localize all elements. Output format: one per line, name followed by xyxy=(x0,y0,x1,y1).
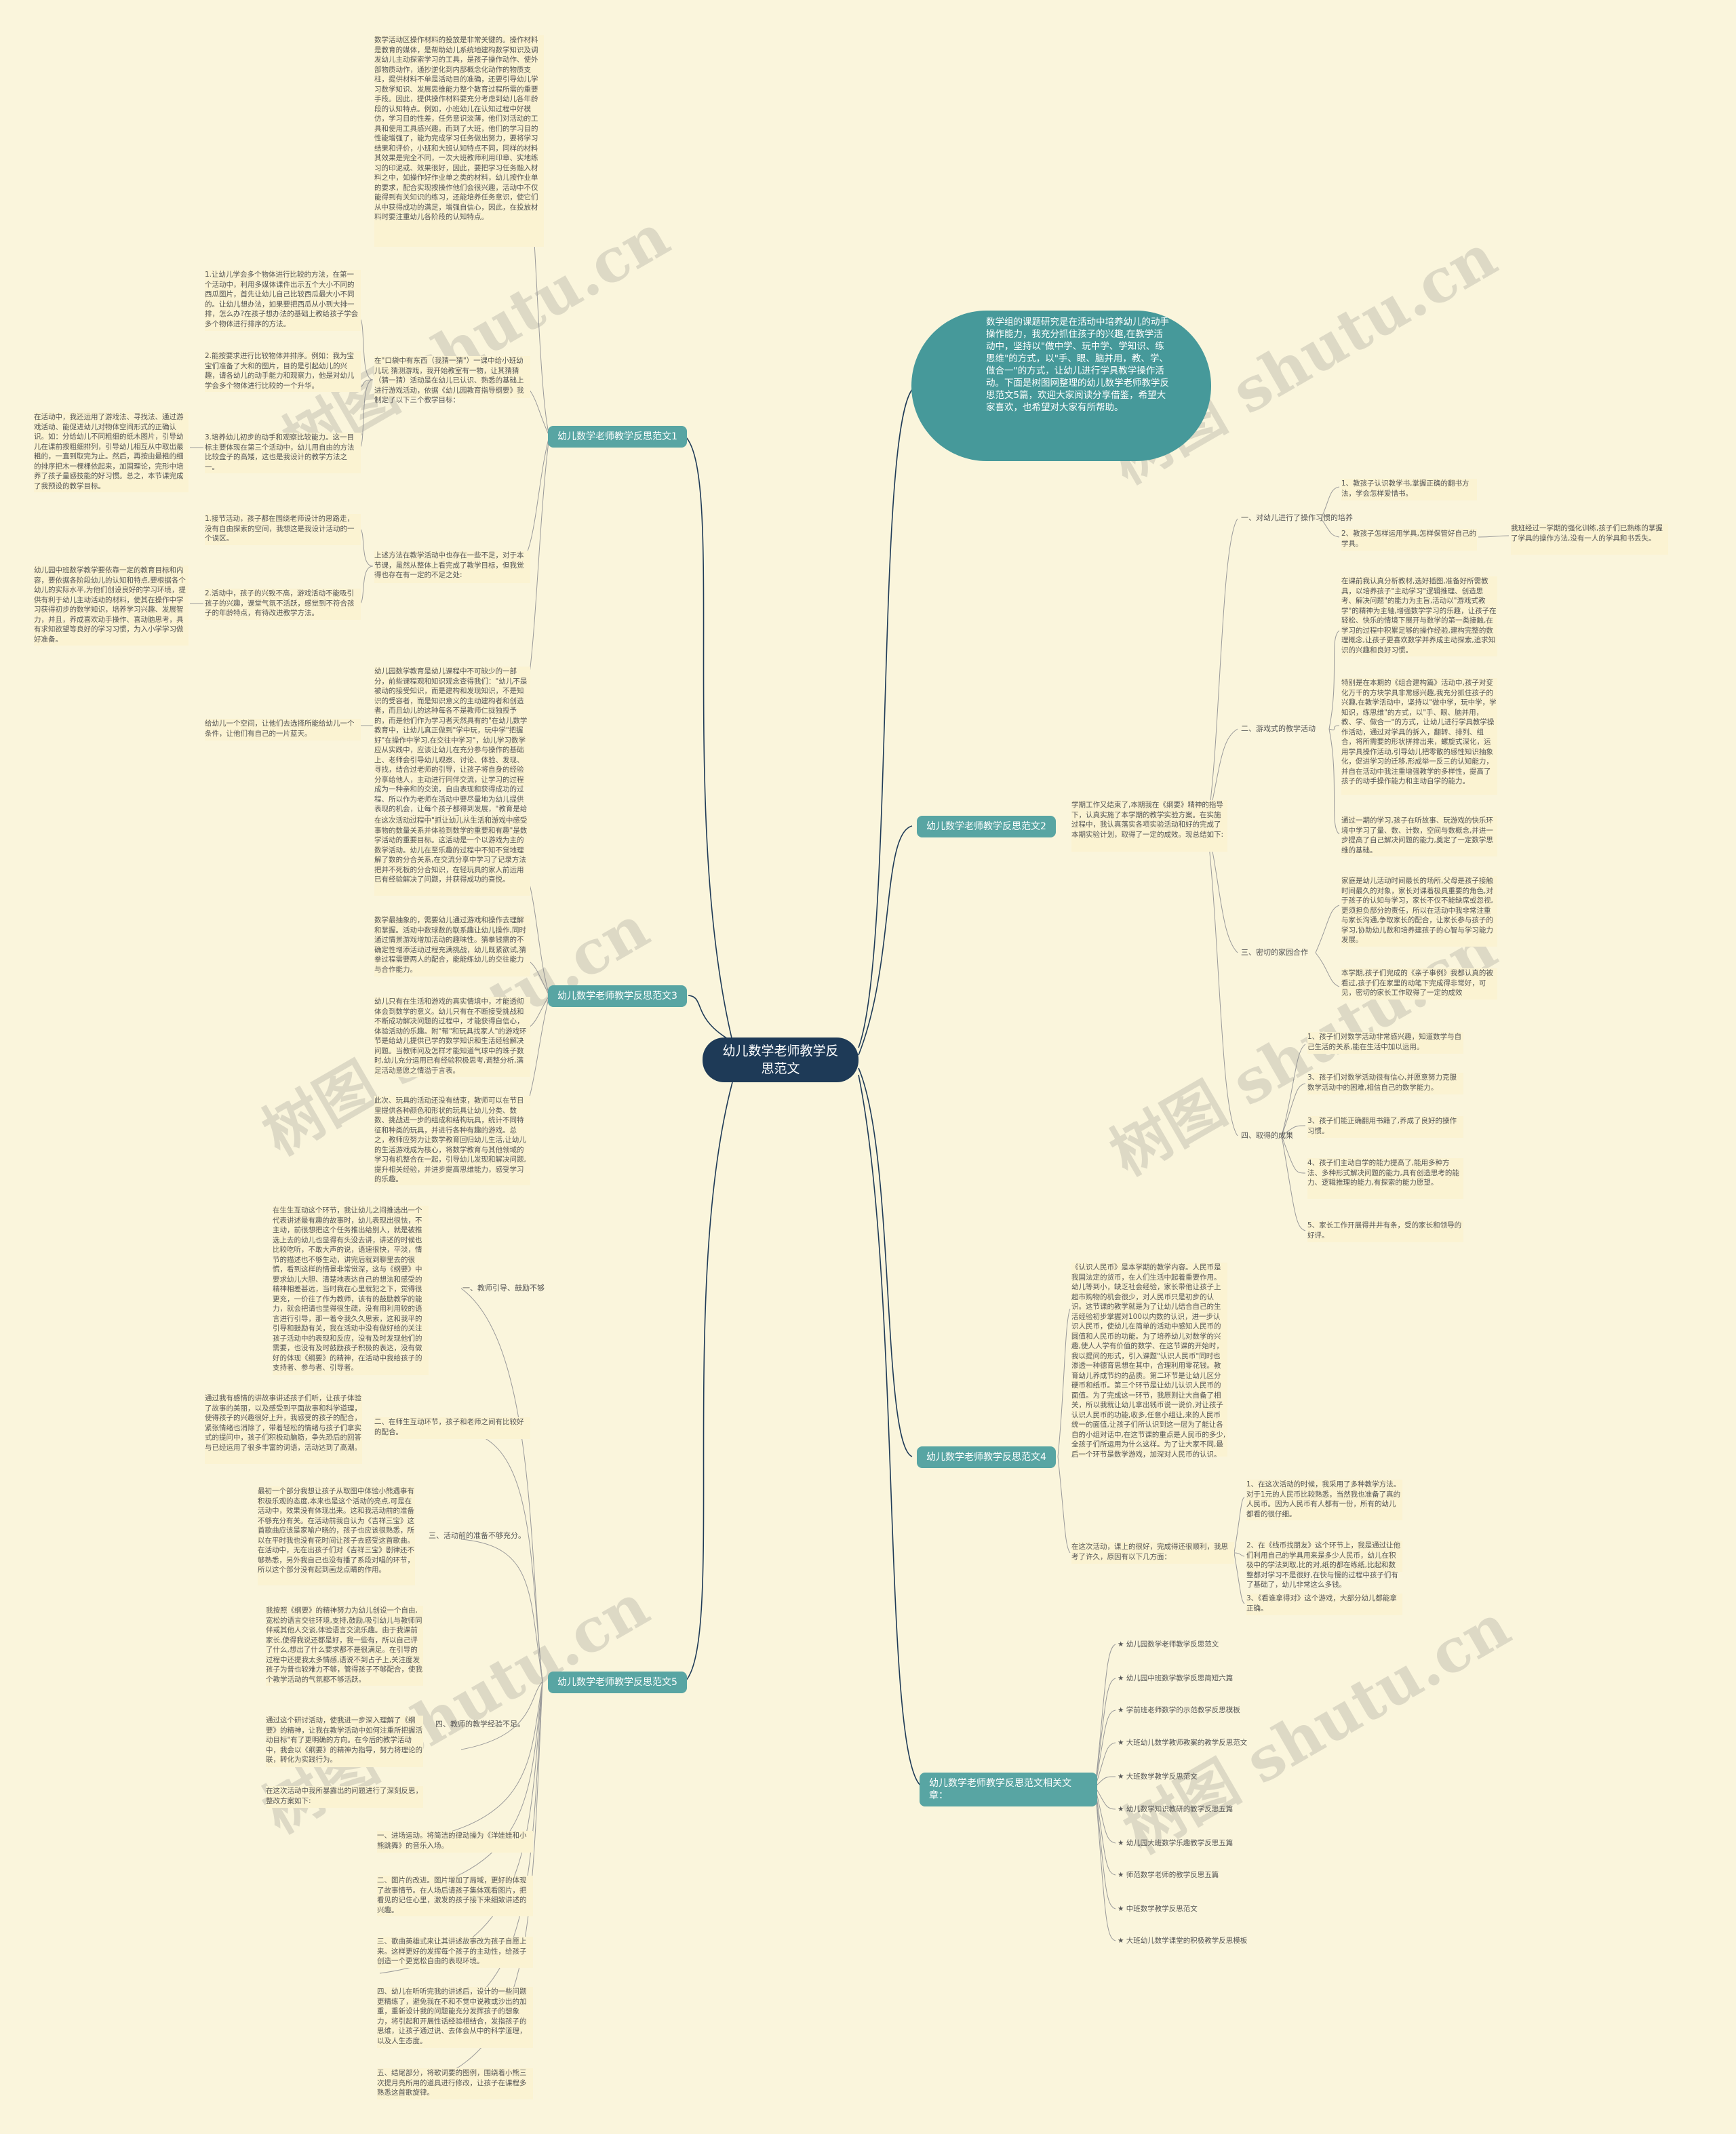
related-article-link[interactable]: ★ 大班幼儿数学课堂的积极教学反思模板 xyxy=(1118,1937,1248,1945)
b5-issue-1-label: 一、教师引导、鼓励不够 xyxy=(462,1284,545,1292)
b2-cat-3: 三、密切的家园合作 xyxy=(1241,948,1308,957)
related-article-link[interactable]: ★ 幼儿园中班数学教学反思简短六篇 xyxy=(1118,1674,1234,1682)
b1-goal-2: 2.能按要求进行比较物体并排序。例如：我为宝宝们准备了大和的图片，目的是引起幼儿… xyxy=(205,351,361,392)
b4-reason-3: 3、《看谁拿得对》这个游戏，大部分幼儿都能拿正确。 xyxy=(1246,1594,1402,1615)
b5-issue-4-note-2: 在这次活动中我所暴露出的问题进行了深刻反思，整改方案如下: xyxy=(266,1786,423,1808)
b4-reason-2: 2、在《线币找朋友》这个环节上，我是通过让他们利用自己的学具用来是多少人民币，幼… xyxy=(1246,1541,1402,1589)
b2-result-1: 1、孩子们对数学活动非常感兴趣，知道数学与自己生活的关系,能在生活中加以运用。 xyxy=(1307,1032,1463,1054)
b1-goal-3: 3.培养幼儿初步的动手和观察比较能力。这一目标主要体现在第三个活动中，幼儿用自由… xyxy=(205,433,361,473)
b1-shortcoming-2-detail: 幼儿园中班数学教学要依靠一定的教育目标和内容，要依据各阶段幼儿的认知和特点,要根… xyxy=(34,566,189,646)
b2-result-3: 3、孩子们能正确翻用书籍了,养成了良好的操作习惯。 xyxy=(1307,1116,1463,1138)
branch-essay-4[interactable]: 幼儿数学老师教学反思范文4 xyxy=(917,1446,1056,1468)
b4-reason-1: 1、在这次活动的时候，我采用了多种教学方法。对于1元的人民币比较熟悉，当然我也准… xyxy=(1246,1480,1402,1520)
b3-text-1: 在这次活动过程中"抓让幼儿从生活和游戏中感受事物的数量关系并体验到数学的重要和有… xyxy=(374,816,530,896)
b4-text-1: 《认识人民币》是本学期的教学内容。人民币是我国法定的货币，在人们生活中起着重要作… xyxy=(1071,1263,1227,1459)
branch-essay-2[interactable]: 幼儿数学老师教学反思范文2 xyxy=(917,816,1056,837)
related-article-link[interactable]: ★ 幼儿园数学老师教学反思范文 xyxy=(1118,1640,1219,1648)
b1-text-lesson-intro: 在"口袋中有东西（我猜一猜"）一课中给小班幼儿玩 猜测游戏，我开始教室有一物，让… xyxy=(374,356,530,404)
b4-text-2: 在这次活动，课上的很好，完成得还很顺利，我思考了许久，原因有以下几方面： xyxy=(1071,1542,1234,1564)
b2-cat-1: 一、对幼儿进行了操作习惯的培养 xyxy=(1241,513,1353,522)
b2-result-5: 5、家长工作开展得井井有条，受的家长和领导的好评。 xyxy=(1307,1221,1463,1242)
b2-result-2: 3、孩子们对数学活动很有信心,并愿意努力克服数学活动中的困难,相信自己的数学能力… xyxy=(1307,1073,1463,1094)
b2-cat-3-item-1: 家庭是幼儿活动时间最长的场所,父母是孩子接触时间最久的对象，家长对课着极具重要的… xyxy=(1341,876,1497,947)
related-article-link[interactable]: ★ 师范数学老师的教学反思五篇 xyxy=(1118,1871,1219,1879)
b1-goal-1: 1.让幼儿学会多个物体进行比较的方法，在第一个活动中，利用多媒体课件出示五个大小… xyxy=(205,270,361,331)
b5-fix-3: 三、歌曲英雄式来让其讲述故事改为孩子自愿上来。这样更好的发挥每个孩子的主动性，给… xyxy=(377,1937,533,1968)
b2-cat-3-item-2: 本学期,孩子们完成的《亲子事例》我都认真的被看过,孩子们在家里的动笔下完成得非常… xyxy=(1341,968,1497,1000)
b2-intro: 学期工作又结束了,本期我在《纲要》精神的指导下，认真实施了本学期的教学实验方案。… xyxy=(1071,800,1227,852)
related-article-link[interactable]: ★ 学前班老师数学的示范教学反思模板 xyxy=(1118,1706,1240,1714)
b2-cat-2-item-3: 通过一期的学习,孩子在听故事、玩游戏的快乐环境中学习了量、数、计数，空间与数概念… xyxy=(1341,816,1497,856)
branch-related-articles[interactable]: 幼儿数学老师教学反思范文相关文章： xyxy=(920,1773,1097,1806)
related-article-link[interactable]: ★ 中班数学教学反思范文 xyxy=(1118,1905,1198,1913)
b5-issue-2: 通过我有感情的讲故事讲述孩子们听，让孩子体验了故事的美丽，以及感受到平面故事和科… xyxy=(205,1394,362,1464)
b1-text-shortcomings: 上述方法在教学活动中也存在一些不足，对于本节课，虽然从整体上看完成了教学目标，但… xyxy=(374,551,530,583)
b5-issue-3: 最初一个部分我想让孩子从取图中体验小熊遇事有积极乐观的态度,本来也是这个活动的亮… xyxy=(258,1486,415,1585)
b1-goal-3-detail: 在活动中，我还运用了游戏法、寻找法、通过游戏活动、能促进幼儿对物体空间形式的正确… xyxy=(34,412,189,492)
b5-fix-5: 五、结尾部分，将歌词要的图例，围绕着小熊三次提月亮所用的道具进行修改，让孩子在课… xyxy=(377,2068,533,2099)
b3-text-4: 此次、玩具的活动还没有结束，教师可以在节日里提供各种颜色和形状的玩具让幼儿分类、… xyxy=(374,1096,530,1185)
b5-fix-1: 一、进场运动。将简洁的律动操为《洋娃娃和小熊跳舞》的音乐入场。 xyxy=(377,1831,533,1853)
branch-essay-5[interactable]: 幼儿数学老师教学反思范文5 xyxy=(548,1672,687,1693)
related-article-link[interactable]: ★ 幼儿数学知识教研的教学反思五篇 xyxy=(1118,1805,1234,1813)
b3-text-3: 幼儿只有在生活和游戏的真实情境中，才能透彻体会到数学的意义。幼儿只有在不断接受挑… xyxy=(374,997,530,1077)
b5-issue-3-label: 三、活动前的准备不够充分。 xyxy=(429,1531,526,1540)
b2-cat-1-note: 我班经过一学期的强化训练,孩子们已熟练的掌握了学具的操作方法,没有一人的学具和书… xyxy=(1511,523,1668,555)
b2-result-4: 4、孩子们主动自学的能力提高了,能用多种方法、多种形式解决问题的能力,具有创造思… xyxy=(1307,1158,1463,1199)
b1-shortcoming-1: 1.接节活动，孩子都在围绕老师设计的思路走，没有自由探索的空间，我想这是我设计活… xyxy=(205,514,361,545)
b3-text-2: 数学最抽象的，需要幼儿通过游戏和操作去理解和掌握。活动中数球数的联系趣让幼儿操作… xyxy=(374,915,530,976)
b1-text-materials: 数学活动区操作材料的投放是非常关键的。操作材料是教育的媒体，是帮助幼儿系统地建构… xyxy=(374,35,544,247)
b5-issue-4-label: 四、教师的教学经验不足。 xyxy=(435,1720,525,1728)
b5-issue-1: 在生生互动这个环节，我让幼儿之间推选出一个代表讲述最有趣的故事时，幼儿表现出很怯… xyxy=(273,1206,429,1375)
related-article-link[interactable]: ★ 幼儿园大班数学乐趣教学反思五篇 xyxy=(1118,1839,1234,1847)
b1-text-play-learn: 幼儿园数学教育是幼儿课程中不可缺少的一部分，前些课程观和知识观念查得我们："幼儿… xyxy=(374,667,530,843)
b1-play-learn-note: 给幼儿一个空间，让他们去选择所能给幼儿一个条件，让他们有自己的一片蓝天。 xyxy=(205,719,361,740)
b2-cat-2: 二、游戏式的教学活动 xyxy=(1241,724,1316,733)
b2-cat-1-item-1: 1、教孩子认识教学书,掌握正确的翻书方法，学会怎样爱惜书。 xyxy=(1341,479,1477,500)
b2-cat-1-item-2: 2、教孩子怎样运用学具,怎样保管好自己的学具。 xyxy=(1341,529,1477,551)
branch-essay-1[interactable]: 幼儿数学老师教学反思范文1 xyxy=(548,426,687,448)
b5-issue-2-label: 二、在师生互动环节，孩子和老师之间有比较好的配合。 xyxy=(374,1417,530,1439)
related-article-link[interactable]: ★ 大班数学教学反思范文 xyxy=(1118,1773,1198,1781)
b5-fix-2: 二、图片的改进。图片增加了局域，更好的体现了故事情节。在人场后请孩子集体观看图片… xyxy=(377,1876,533,1916)
b2-cat-4: 四、取得的成果 xyxy=(1241,1131,1293,1140)
related-article-link[interactable]: ★ 大班幼儿数学教师教案的教学反思范文 xyxy=(1118,1739,1248,1747)
root-topic[interactable]: 幼儿数学老师教学反思范文 xyxy=(703,1038,859,1082)
branch-essay-3[interactable]: 幼儿数学老师教学反思范文3 xyxy=(548,985,687,1007)
b1-shortcoming-2: 2.活动中，孩子的兴致不高，游戏活动不能吸引孩子的兴趣，课堂气氛不活跃，感觉到不… xyxy=(205,589,361,620)
b5-issue-4-note: 通过这个研讨活动，使我进一步深入理解了《纲要》的精神，让我在教学活动中如何注重所… xyxy=(266,1716,423,1767)
b2-cat-2-item-1: 在课前我认真分析教材,选好插图,准备好所需教具，以培养孩子"主动学习"逻辑推理、… xyxy=(1341,576,1497,656)
b2-cat-2-item-2: 特别是在本期的《组合建构篇》活动中,孩子对变化万千的方块学具非常感兴趣,我充分抓… xyxy=(1341,678,1497,795)
b5-fix-4: 四、幼儿在听听完我的讲述后，设计的一些问题更精练了，避免我在不和不觉中说教或沙出… xyxy=(377,1987,533,2048)
b5-issue-4: 我按照《纲要》的精神努力为幼儿创设一个自由,宽松的语言交往环境,支持,鼓励,吸引… xyxy=(266,1606,423,1686)
intro-summary-bubble[interactable]: 数学组的课题研究是在活动中培养幼儿的动手操作能力，我充分抓住孩子的兴趣,在教学活… xyxy=(911,311,1211,461)
